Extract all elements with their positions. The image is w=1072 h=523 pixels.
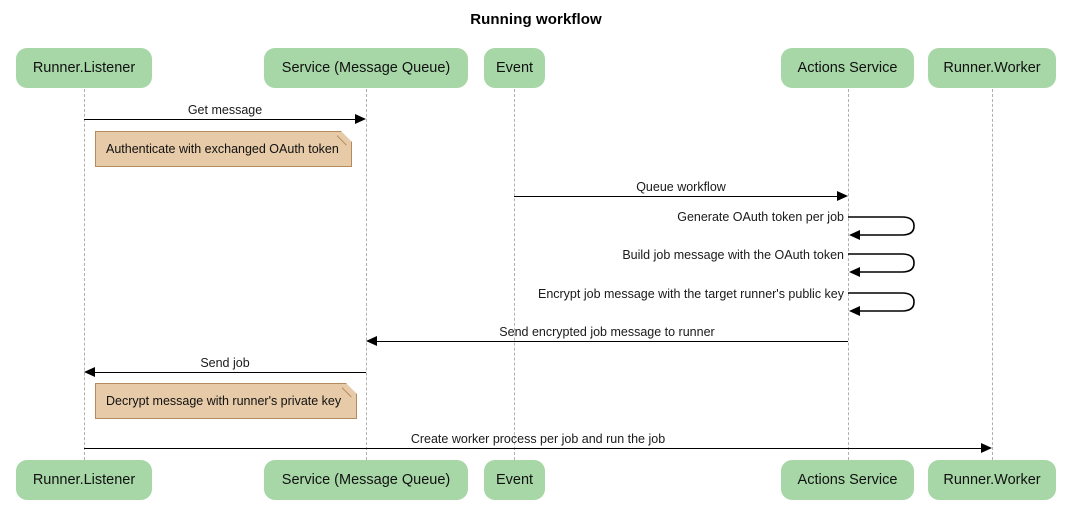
arrow-head-send-job — [84, 367, 95, 377]
actor-runner-worker-bottom[interactable]: Runner.Worker — [928, 460, 1056, 500]
actor-actions-service-bottom[interactable]: Actions Service — [781, 460, 914, 500]
actor-runner-listener-bottom[interactable]: Runner.Listener — [16, 460, 152, 500]
actor-event-bottom[interactable]: Event — [484, 460, 545, 500]
arrow-head-queue-workflow — [837, 191, 848, 201]
page-title: Running workflow — [470, 11, 602, 28]
message-label-send-encrypted-job-message: Send encrypted job message to runner — [499, 325, 715, 339]
arrow-head-send-encrypted-job-message — [366, 336, 377, 346]
lifeline-actions-service — [848, 89, 849, 460]
message-line-send-encrypted-job-message — [377, 341, 848, 342]
message-line-send-job — [95, 372, 366, 373]
arrow-head-get-message — [355, 114, 366, 124]
note-decrypt-text: Decrypt message with runner's private ke… — [106, 394, 342, 408]
actor-service-message-queue-top[interactable]: Service (Message Queue) — [264, 48, 468, 88]
note-fold-edge-icon-2 — [342, 383, 357, 398]
arrow-head-create-worker-process — [981, 443, 992, 453]
message-label-queue-workflow: Queue workflow — [636, 180, 726, 194]
actor-runner-listener-top[interactable]: Runner.Listener — [16, 48, 152, 88]
message-label-send-job: Send job — [200, 356, 250, 370]
actor-service-message-queue-bottom[interactable]: Service (Message Queue) — [264, 460, 468, 500]
lifeline-runner-listener — [84, 89, 85, 460]
message-label-get-message: Get message — [187, 103, 263, 117]
actor-event-top[interactable]: Event — [484, 48, 545, 88]
self-loop-build-job-message — [846, 247, 924, 279]
message-line-get-message — [84, 119, 355, 120]
message-line-create-worker-process — [84, 448, 981, 449]
message-label-build-job-message: Build job message with the OAuth token — [622, 248, 844, 262]
actor-actions-service-top[interactable]: Actions Service — [781, 48, 914, 88]
lifeline-runner-worker — [992, 89, 993, 460]
message-line-queue-workflow — [514, 196, 837, 197]
lifeline-event — [514, 89, 515, 460]
actor-runner-worker-top[interactable]: Runner.Worker — [928, 48, 1056, 88]
message-label-create-worker-process: Create worker process per job and run th… — [410, 432, 666, 446]
self-loop-generate-oauth-token-per-job — [846, 210, 924, 242]
note-fold-edge-icon — [337, 131, 352, 146]
note-authenticate: Authenticate with exchanged OAuth token — [95, 131, 352, 167]
note-decrypt: Decrypt message with runner's private ke… — [95, 383, 357, 419]
self-loop-encrypt-job-message — [846, 286, 924, 318]
lifeline-service-message-queue — [366, 89, 367, 460]
message-label-encrypt-job-message: Encrypt job message with the target runn… — [537, 287, 844, 301]
note-authenticate-text: Authenticate with exchanged OAuth token — [106, 142, 339, 156]
message-label-generate-oauth-token-per-job: Generate OAuth token per job — [677, 210, 844, 224]
